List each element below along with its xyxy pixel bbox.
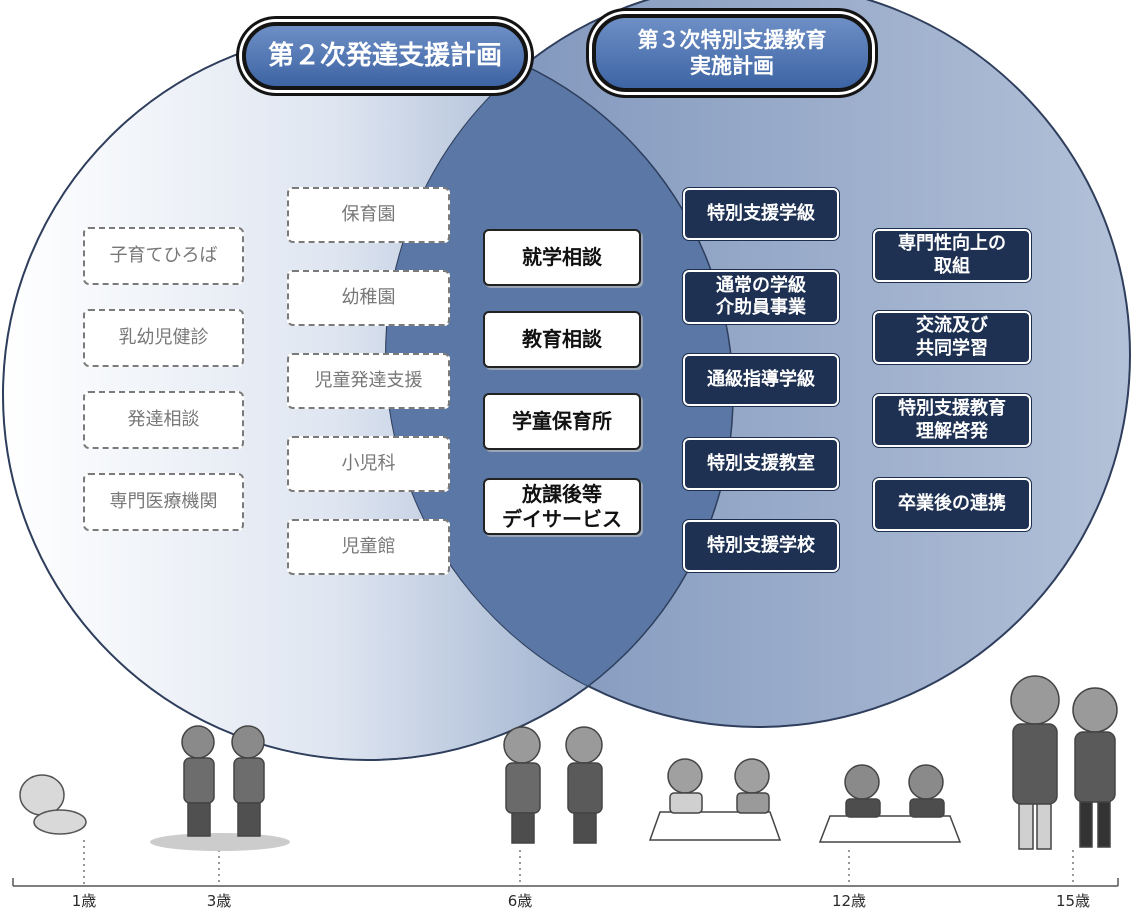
item-school-enrollment-consultation: 就学相談 — [483, 229, 641, 286]
item-exchange-joint-learning: 交流及び 共同学習 — [872, 310, 1032, 365]
item-resource-room-class: 通級指導学級 — [682, 353, 840, 407]
item-childrens-hall: 児童館 — [287, 519, 450, 575]
item-education-consultation: 教育相談 — [483, 311, 641, 368]
item-special-education-awareness: 特別支援教育 理解啓発 — [872, 393, 1032, 448]
item-after-school-day-service: 放課後等 デイサービス — [483, 478, 641, 535]
age-label-15: 15歳 — [1055, 892, 1091, 910]
item-special-support-class: 特別支援学級 — [682, 187, 840, 241]
age-label-3: 3歳 — [206, 892, 232, 910]
item-pediatrics: 小児科 — [287, 436, 450, 492]
item-childcare-plaza: 子育てひろば — [83, 227, 244, 285]
baby-illustration — [19, 774, 87, 835]
item-expertise-improvement: 専門性向上の 取組 — [872, 228, 1032, 283]
studying-children-illustration — [648, 758, 782, 841]
kindergarten-children-illustration — [150, 725, 290, 851]
item-special-support-room: 特別支援教室 — [682, 437, 840, 491]
item-child-development-support: 児童発達支援 — [287, 353, 450, 409]
item-nursery: 保育園 — [287, 187, 450, 243]
age-label-1: 1歳 — [71, 892, 97, 910]
item-development-consultation: 発達相談 — [83, 391, 244, 449]
junior-high-students-illustration — [818, 764, 962, 843]
schoolchildren-illustration — [503, 726, 603, 844]
overlap-region — [386, 30, 733, 727]
item-kindergarten: 幼稚園 — [287, 270, 450, 326]
age-label-12: 12歳 — [831, 892, 867, 910]
item-infant-checkup: 乳幼児健診 — [83, 309, 244, 367]
graduates-illustration — [1010, 675, 1118, 850]
item-special-support-school: 特別支援学校 — [682, 519, 840, 573]
item-after-school-care: 学童保育所 — [483, 393, 641, 450]
title-special-education-plan: 第３次特別支援教育 実施計画 — [592, 14, 872, 92]
item-specialist-medical: 専門医療機関 — [83, 473, 244, 531]
item-post-graduation-coordination: 卒業後の連携 — [872, 477, 1032, 532]
age-label-6: 6歳 — [507, 892, 533, 910]
title-development-support-plan: 第２次発達支援計画 — [242, 22, 528, 90]
item-regular-class-aide: 通常の学級 介助員事業 — [682, 269, 840, 325]
